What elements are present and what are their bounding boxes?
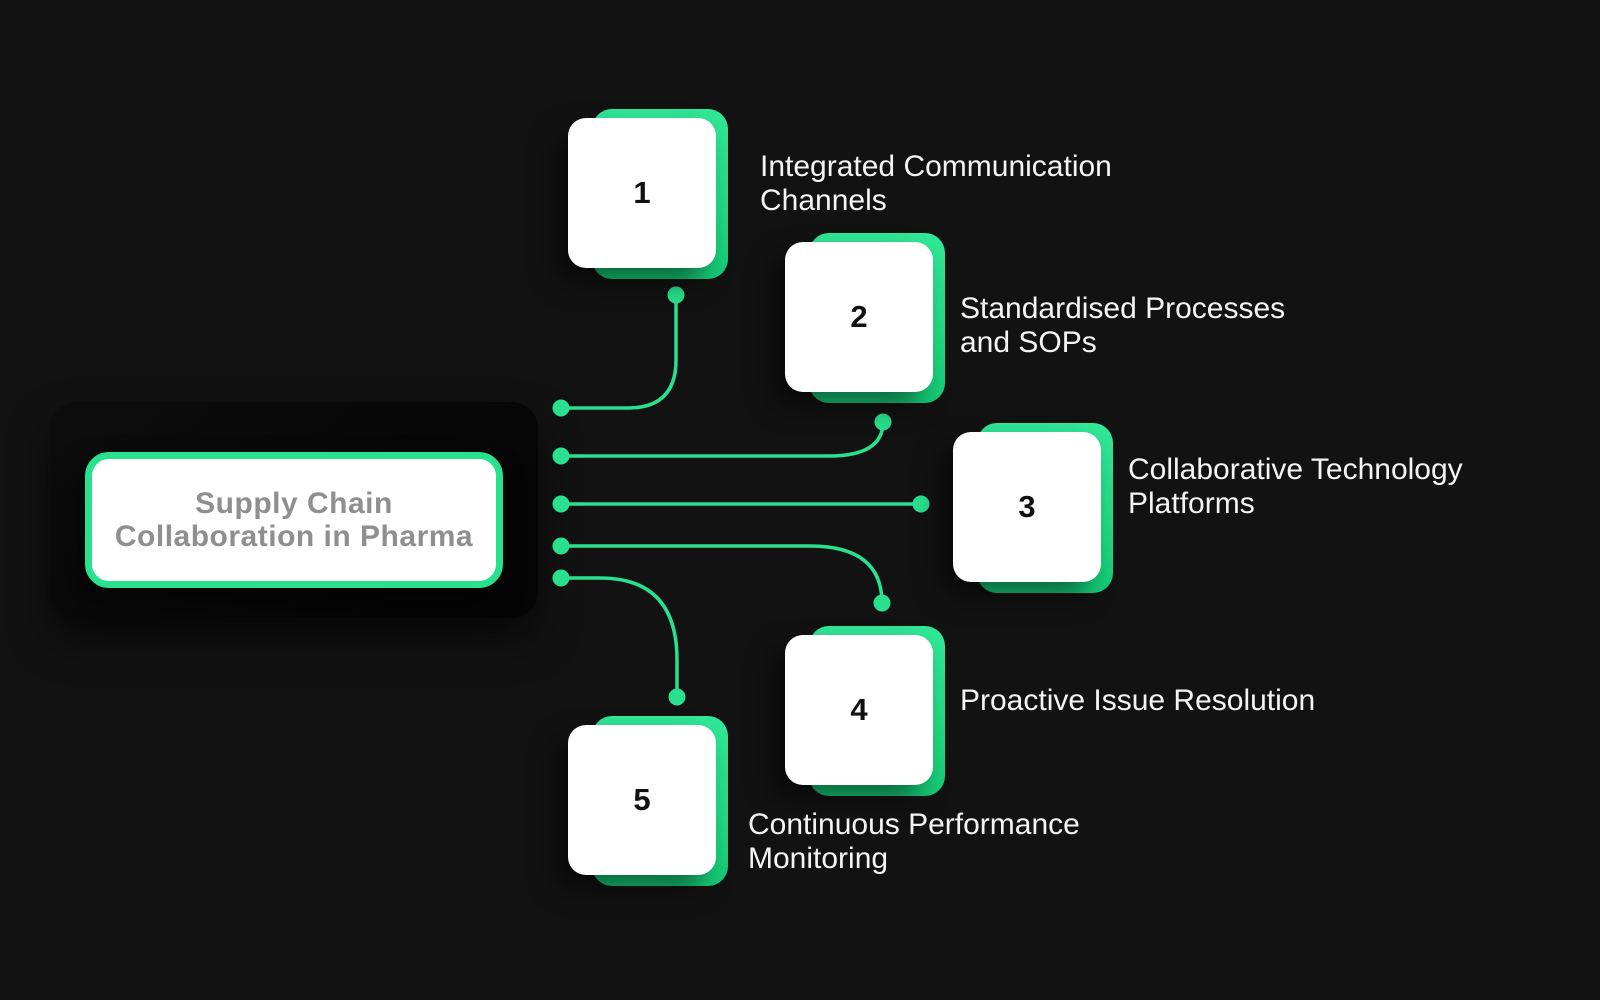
node-1-label-line-1: Integrated Communication <box>760 150 1112 183</box>
node-4-label-line-1: Proactive Issue Resolution <box>960 684 1316 717</box>
node-3-number: 3 <box>1018 489 1036 524</box>
node-1-number: 1 <box>633 175 651 210</box>
connector-dot <box>668 688 686 706</box>
connector-path-4 <box>559 544 884 605</box>
connector-dot <box>874 413 892 431</box>
node-3-card: 3 <box>953 432 1101 582</box>
node-2-number: 2 <box>850 299 868 334</box>
node-2-label-line-1: Standardised Processes <box>960 292 1286 325</box>
connector-path-5 <box>559 576 679 699</box>
node-4-number: 4 <box>850 692 868 727</box>
node-5-card: 5 <box>568 725 716 875</box>
connector-path-2 <box>559 420 885 458</box>
connector-dot <box>552 569 570 587</box>
connector-path-1 <box>559 293 678 410</box>
title-line-2: Collaboration in Pharma <box>114 520 474 553</box>
connector-dot <box>912 495 930 513</box>
node-5-number: 5 <box>633 782 651 817</box>
node-2-card: 2 <box>785 242 933 392</box>
node-1: 1 <box>568 109 728 279</box>
connector-dot <box>552 399 570 417</box>
connector-dot <box>667 286 685 304</box>
node-3-label: Collaborative Technology Platforms <box>1128 453 1463 521</box>
node-2-label-line-2: and SOPs <box>960 326 1097 359</box>
title-card: Supply Chain Collaboration in Pharma <box>85 452 503 588</box>
node-4-label: Proactive Issue Resolution <box>960 684 1315 718</box>
connector-dot <box>552 495 570 513</box>
node-3-label-line-2: Platforms <box>1128 487 1255 520</box>
node-1-card: 1 <box>568 118 716 268</box>
connector-dot <box>873 594 891 612</box>
node-5-label: Continuous Performance Monitoring <box>748 808 1080 876</box>
title-line-1: Supply Chain <box>195 487 393 520</box>
node-3: 3 <box>953 423 1113 593</box>
node-4: 4 <box>785 626 945 796</box>
node-2-label: Standardised Processes and SOPs <box>960 292 1285 360</box>
connector-dot <box>552 537 570 555</box>
node-3-label-line-1: Collaborative Technology <box>1128 453 1463 486</box>
node-5-label-line-1: Continuous Performance <box>748 808 1080 841</box>
connector-dot <box>552 447 570 465</box>
node-1-label-line-2: Channels <box>760 184 887 217</box>
node-4-card: 4 <box>785 635 933 785</box>
node-2: 2 <box>785 233 945 403</box>
node-5-label-line-2: Monitoring <box>748 842 889 875</box>
node-5: 5 <box>568 716 728 886</box>
node-1-label: Integrated Communication Channels <box>760 150 1112 218</box>
